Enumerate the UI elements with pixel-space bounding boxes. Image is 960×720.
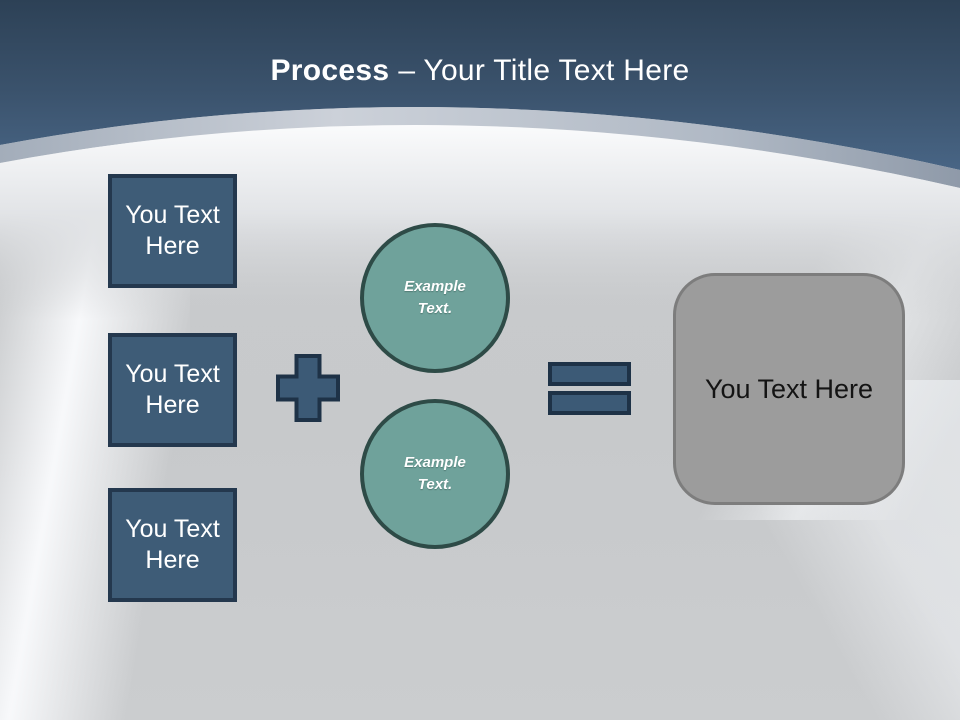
example-circle-1-label: Example Text. xyxy=(404,278,466,317)
text-placeholder-box-2-label: You Text Here xyxy=(125,360,220,419)
slide-title-subtitle: – Your Title Text Here xyxy=(398,54,690,87)
text-placeholder-box-1-label: You Text Here xyxy=(125,201,220,260)
example-circle-2[interactable]: Example Text. xyxy=(360,399,510,549)
text-placeholder-box-2[interactable]: You Text Here xyxy=(108,333,237,447)
example-circle-1[interactable]: Example Text. xyxy=(360,223,510,373)
equals-icon-top-bar[interactable] xyxy=(548,362,631,386)
result-placeholder-box[interactable]: You Text Here xyxy=(673,273,905,505)
text-placeholder-box-3-label: You Text Here xyxy=(125,515,220,574)
slide-title-keyword: Process xyxy=(270,54,390,87)
text-placeholder-box-3[interactable]: You Text Here xyxy=(108,488,237,602)
plus-icon[interactable] xyxy=(276,354,340,422)
result-placeholder-label: You Text Here xyxy=(704,373,874,404)
example-circle-2-label: Example Text. xyxy=(404,454,466,493)
text-placeholder-box-1[interactable]: You Text Here xyxy=(108,174,237,288)
slide-title[interactable]: Process– Your Title Text Here xyxy=(0,54,960,88)
equals-icon-bottom-bar[interactable] xyxy=(548,391,631,415)
